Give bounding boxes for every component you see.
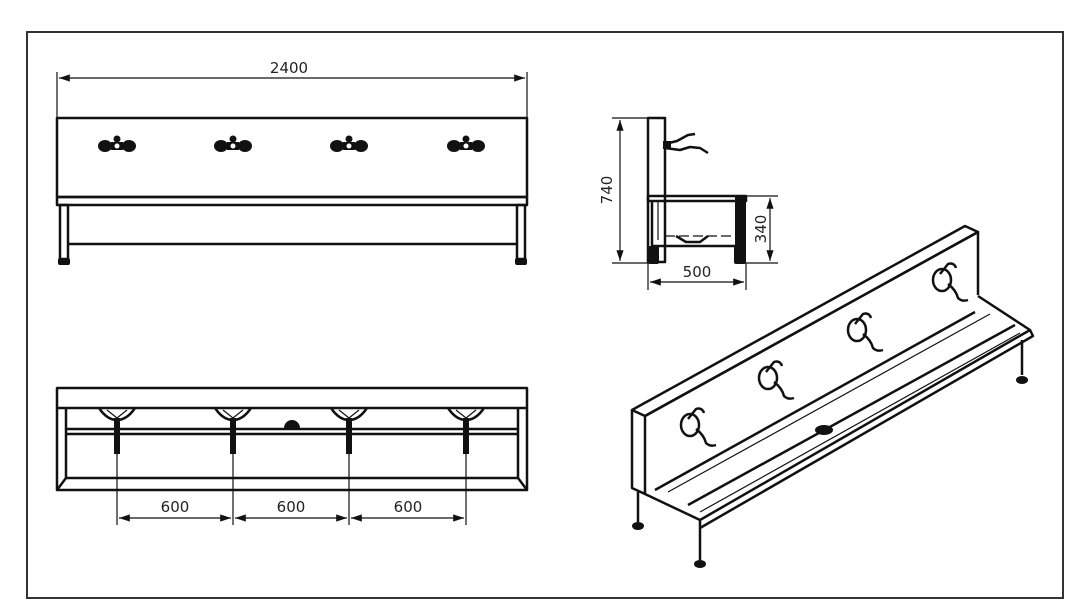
spacing-dimension-label: 600	[394, 498, 423, 516]
faucet-icon	[98, 135, 136, 152]
drain-icon	[284, 420, 300, 428]
faucet-icon	[214, 135, 252, 152]
faucet-icon	[757, 360, 796, 400]
width-dimension-label: 2400	[270, 59, 308, 77]
faucet-icon	[447, 135, 485, 152]
faucet-icon	[97, 406, 137, 456]
leg	[515, 203, 527, 261]
basin-height-dimension-label: 340	[752, 215, 770, 244]
top-view: 600 600 600	[55, 386, 529, 525]
spacing-dimension-label: 600	[277, 498, 306, 516]
drawing-frame	[26, 31, 1064, 599]
faucet-icon	[931, 262, 970, 302]
leg	[58, 203, 70, 261]
faucet-icon	[446, 406, 486, 456]
faucet-icon	[846, 312, 885, 352]
faucet-icon	[213, 406, 253, 456]
front-view: 2400	[55, 59, 529, 265]
faucet-icon	[679, 407, 718, 447]
faucet-icon	[330, 135, 368, 152]
height-dimension-label: 740	[598, 176, 616, 205]
drain-icon	[815, 425, 833, 435]
faucet-icon	[329, 406, 369, 456]
side-view: 740 340 500	[598, 116, 778, 290]
side-backsplash	[646, 116, 667, 264]
isometric-view	[630, 224, 1035, 568]
spacing-dimension-label: 600	[161, 498, 190, 516]
backsplash-panel	[55, 116, 529, 199]
depth-dimension-label: 500	[683, 263, 712, 281]
